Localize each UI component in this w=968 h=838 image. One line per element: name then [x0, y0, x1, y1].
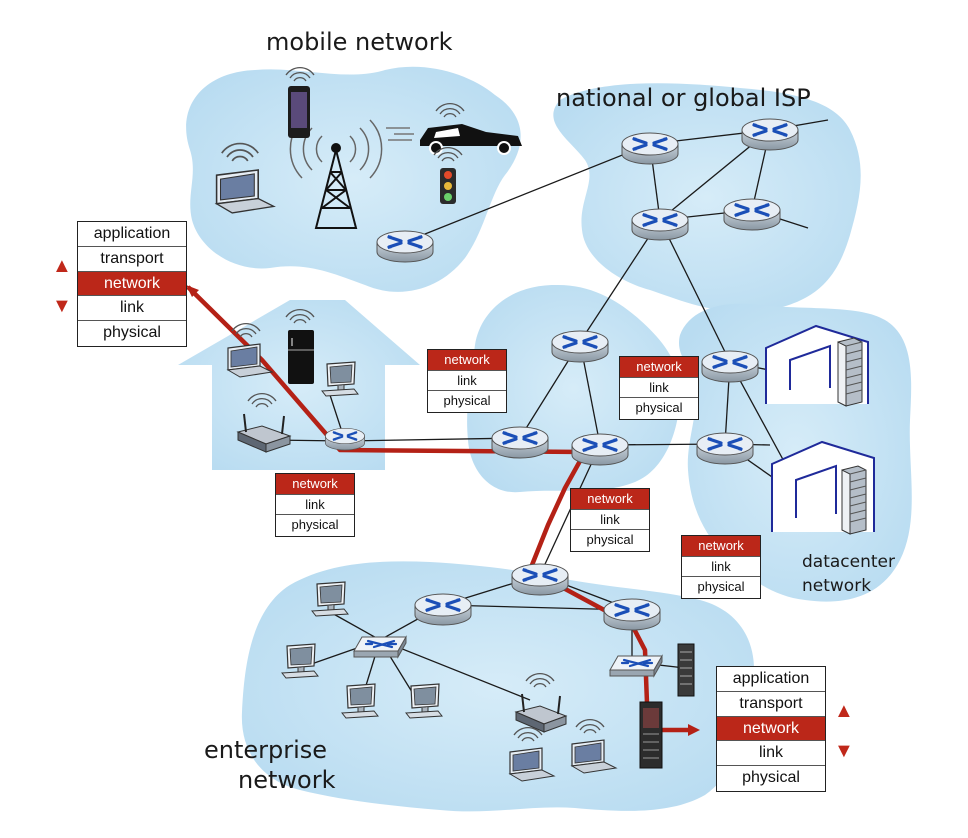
enterprise-label-line-1: enterprise	[204, 736, 328, 764]
stack-layer-transport: transport	[78, 247, 186, 272]
up-arrow-icon: ▲	[834, 700, 854, 722]
datacenter-label-line-1: datacenter	[802, 552, 895, 572]
stack-layer-network: network	[276, 474, 354, 495]
router-icon	[490, 425, 550, 460]
router-icon	[375, 229, 435, 264]
router-protocol-stack: network link physical	[427, 349, 507, 413]
enterprise-label-line-2: network	[238, 766, 336, 794]
path-arrowhead-right	[688, 724, 700, 736]
stack-layer-network: network	[717, 716, 825, 742]
server-icon	[639, 701, 663, 769]
cell-tower-icon	[289, 119, 383, 229]
stack-layer-physical: physical	[443, 393, 491, 409]
datacenter-network-label: datacenter network	[802, 550, 895, 598]
stack-layer-physical: physical	[697, 579, 745, 595]
mobile-network-label: mobile network	[266, 28, 453, 56]
switch-icon	[608, 654, 664, 678]
router-icon	[620, 131, 680, 166]
stack-layer-network: network	[682, 536, 760, 557]
stack-layer-physical: physical	[635, 400, 683, 416]
stack-layer-application: application	[717, 667, 825, 692]
stack-layer-link: link	[276, 495, 354, 516]
router-icon	[722, 197, 782, 232]
desktop-computer-icon	[321, 361, 359, 397]
router-protocol-stack: network link physical	[570, 488, 650, 552]
desktop-computer-icon	[281, 643, 319, 679]
router-icon	[700, 349, 760, 384]
car-icon	[386, 102, 522, 155]
server-icon	[837, 337, 863, 407]
stack-layer-link: link	[717, 741, 825, 767]
router-icon	[630, 207, 690, 242]
router-icon	[413, 592, 473, 627]
traffic-light-icon	[433, 146, 463, 204]
stack-layer-physical: physical	[742, 769, 800, 787]
stack-layer-link: link	[682, 557, 760, 578]
stack-layer-transport: transport	[717, 692, 825, 717]
stack-layer-link: link	[428, 371, 506, 392]
stack-layer-physical: physical	[586, 532, 634, 548]
refrigerator-icon	[285, 308, 315, 384]
router-icon	[550, 329, 610, 364]
home-router-icon	[324, 427, 366, 452]
router-protocol-stack: network link physical	[275, 473, 355, 537]
host-protocol-stack-left: application transport network link physi…	[77, 221, 187, 347]
router-icon	[570, 432, 630, 467]
router-icon	[740, 117, 800, 152]
server-icon	[841, 465, 867, 535]
up-arrow-icon: ▲	[52, 255, 72, 277]
mobile-network-cloud	[186, 66, 521, 292]
stack-layer-link: link	[571, 510, 649, 531]
wifi-access-point-icon	[514, 672, 568, 733]
packet-path	[186, 285, 690, 733]
stack-layer-network: network	[78, 271, 186, 297]
enterprise-network-label: enterprise network	[204, 735, 335, 795]
router-icon	[695, 431, 755, 466]
stack-layer-network: network	[571, 489, 649, 510]
stack-layer-link: link	[78, 296, 186, 322]
wifi-access-point-icon	[236, 392, 292, 453]
stack-layer-application: application	[78, 222, 186, 247]
home-network-house	[178, 300, 420, 470]
stack-layer-network: network	[620, 357, 698, 378]
router-icon	[510, 562, 570, 597]
isp-cloud	[553, 83, 861, 312]
stack-layer-physical: physical	[291, 517, 339, 533]
smartphone-icon	[285, 66, 315, 138]
stack-layer-physical: physical	[103, 324, 161, 342]
down-arrow-icon: ▼	[52, 295, 72, 317]
isp-label: national or global ISP	[556, 84, 811, 112]
router-protocol-stack: network link physical	[681, 535, 761, 599]
path-arrowhead-left	[186, 285, 199, 297]
stack-layer-link: link	[620, 378, 698, 399]
switch-icon	[352, 635, 408, 659]
stack-layer-network: network	[428, 350, 506, 371]
datacenter-label-line-2: network	[802, 576, 872, 596]
desktop-computer-icon	[341, 683, 379, 719]
router-icon	[602, 597, 662, 632]
down-arrow-icon: ▼	[834, 740, 854, 762]
router-protocol-stack: network link physical	[619, 356, 699, 420]
desktop-computer-icon	[405, 683, 443, 719]
server-icon	[677, 643, 695, 697]
host-protocol-stack-right: application transport network link physi…	[716, 666, 826, 792]
desktop-computer-icon	[311, 581, 349, 617]
